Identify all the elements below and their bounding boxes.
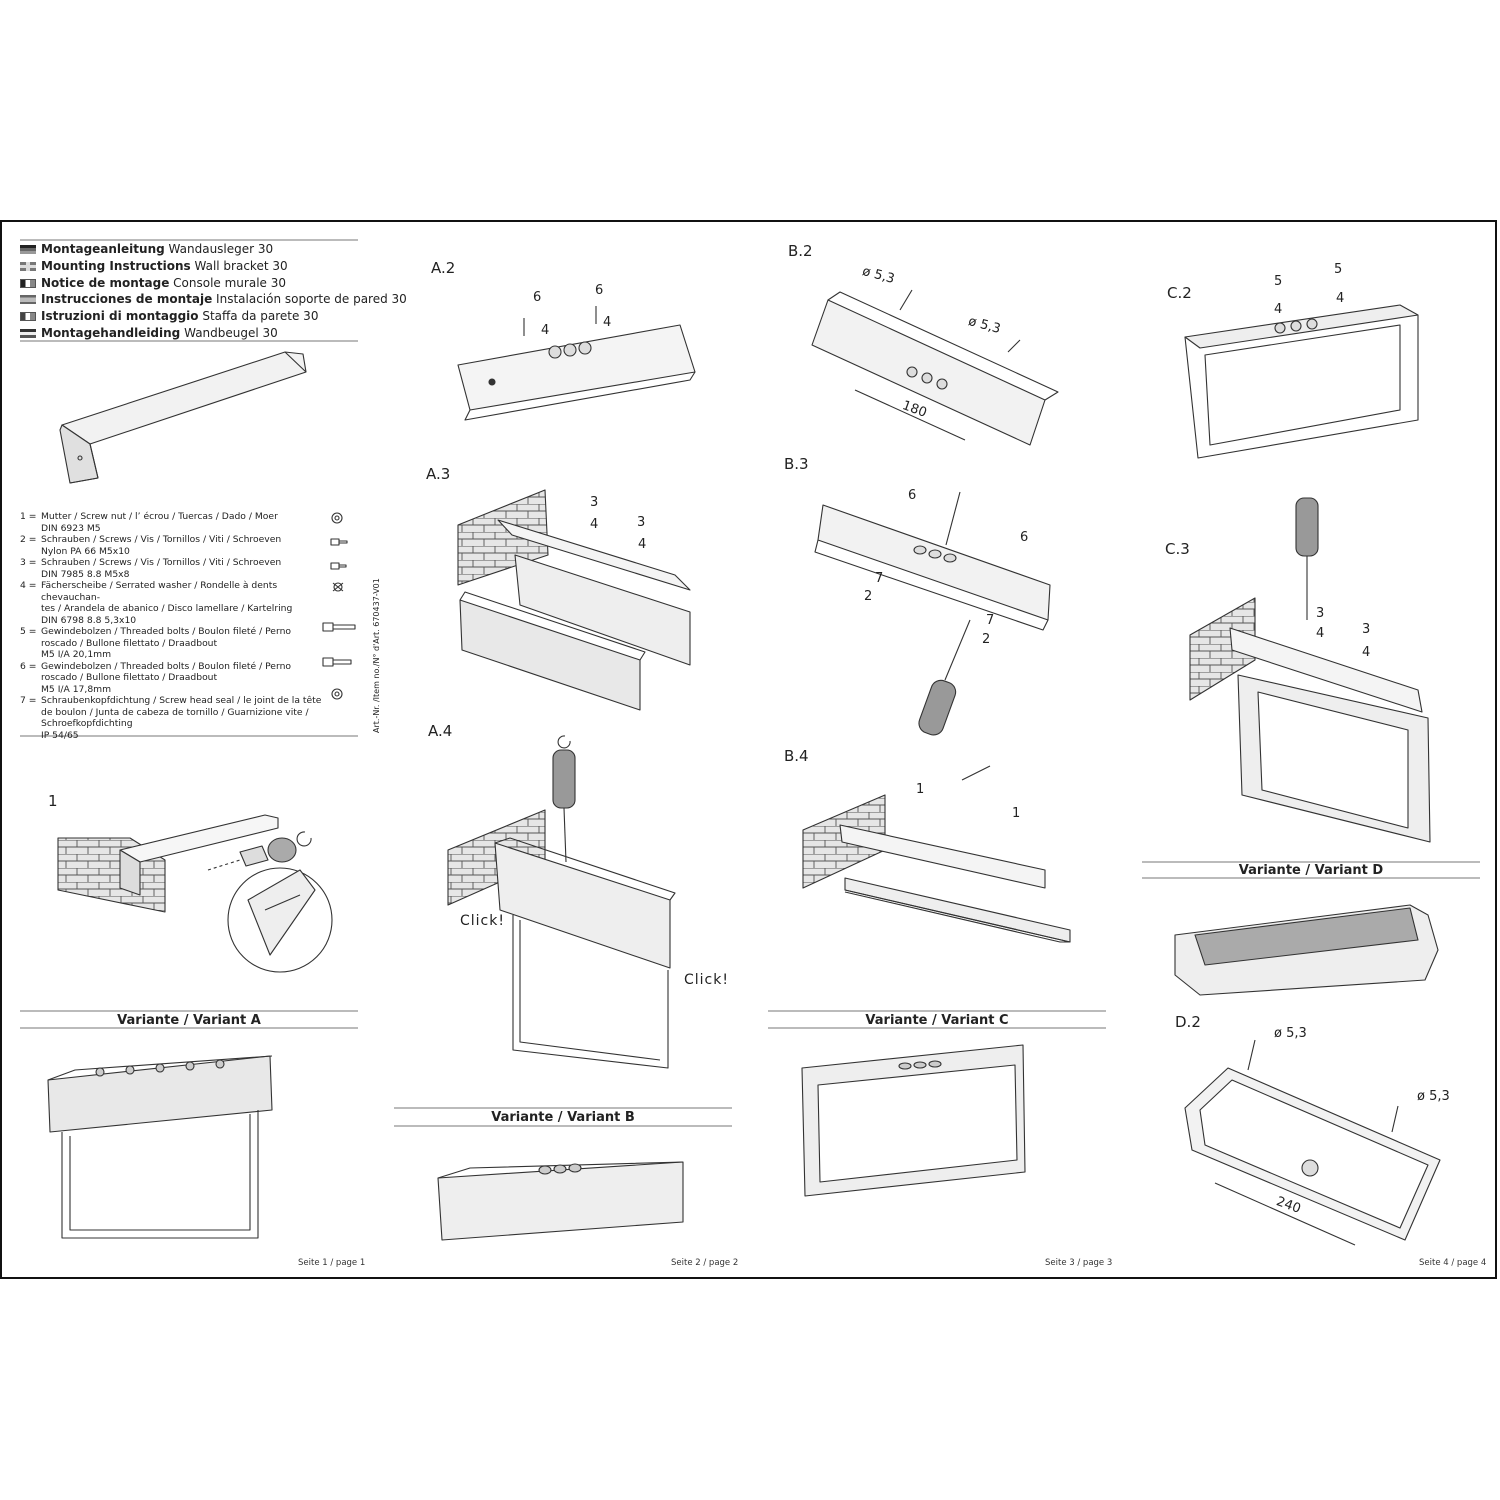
page-number-2: Seite 2 / page 2 [671, 1258, 739, 1268]
title-de: Montageanleitung Wandausleger 30 [20, 241, 273, 257]
callout: 1 [1012, 806, 1021, 821]
step-label-a2: A.2 [431, 259, 456, 277]
callout: 4 [590, 517, 599, 532]
step-label-c3: C.3 [1165, 540, 1190, 558]
callout: 4 [1336, 291, 1345, 306]
callout: 6 [908, 488, 917, 503]
step-label-a4: A.4 [428, 722, 453, 740]
flag-nl-icon [20, 329, 36, 338]
step-b3-drawing [814, 491, 1051, 736]
callout: 5 [1274, 274, 1283, 289]
article-number: Art.-Nr. /Item no./N° d'Art. 670437-V01 [372, 578, 381, 733]
parts-list: 1 =Mutter / Screw nut / l’ écrou / Tuerc… [20, 511, 330, 741]
step-label-b4: B.4 [784, 747, 809, 765]
callout: 3 [1316, 606, 1325, 621]
title-it: Istruzioni di montaggio Staffa da parete… [20, 308, 318, 324]
wall-bracket-drawing [59, 351, 307, 484]
variant-c-heading: Variante / Variant C [865, 1013, 1009, 1028]
variant-c-product [801, 1044, 1026, 1197]
step-label-1: 1 [48, 792, 58, 810]
callout: 5 [1334, 262, 1343, 277]
callout: 6 [1020, 530, 1029, 545]
callout: 2 [982, 632, 991, 647]
step-c2-drawing [1184, 304, 1419, 459]
callout: 4 [1316, 626, 1325, 641]
step-b4-drawing [802, 765, 1071, 943]
callout: 3 [590, 495, 599, 510]
instruction-sheet [0, 220, 1497, 1279]
title-es: Instrucciones de montaje Instalación sop… [20, 291, 407, 307]
list-item: 4 =Fächerscheibe / Serrated washer / Ron… [20, 580, 293, 626]
variant-b-product [437, 1161, 684, 1241]
callout: ø 5,3 [1274, 1026, 1307, 1041]
callout: 7 [875, 571, 884, 586]
variant-d-heading: Variante / Variant D [1238, 863, 1384, 878]
page-number-1: Seite 1 / page 1 [298, 1258, 366, 1268]
title-nl: Montagehandleiding Wandbeugel 30 [20, 325, 278, 341]
variant-b-heading: Variante / Variant B [491, 1110, 635, 1125]
variant-a-heading: Variante / Variant A [117, 1013, 261, 1028]
list-item: 5 =Gewindebolzen / Threaded bolts / Boul… [20, 626, 292, 660]
list-item: 7 =Schraubenkopfdichtung / Screw head se… [20, 695, 322, 741]
click-label: Click! [460, 913, 505, 929]
callout: 4 [603, 315, 612, 330]
step-label-d2: D.2 [1175, 1013, 1201, 1031]
step1-drawing [57, 814, 333, 973]
callout: ø 5,3 [1417, 1089, 1450, 1104]
title-fr: Notice de montage Console murale 30 [20, 275, 286, 291]
click-label: Click! [684, 972, 729, 988]
list-item: 2 =Schrauben / Screws / Vis / Tornillos … [20, 534, 282, 557]
page-number-4: Seite 4 / page 4 [1419, 1258, 1487, 1268]
step-c3-drawing [1189, 497, 1431, 843]
flag-fr-icon [20, 279, 36, 288]
step-label-c2: C.2 [1167, 284, 1192, 302]
page-number-3: Seite 3 / page 3 [1045, 1258, 1113, 1268]
step-label-b3: B.3 [784, 455, 809, 473]
callout: 4 [1362, 645, 1371, 660]
list-item: 1 =Mutter / Screw nut / l’ écrou / Tuerc… [20, 511, 278, 534]
variant-a-product [47, 1055, 273, 1239]
flag-de-icon [20, 245, 36, 254]
callout: 6 [533, 290, 542, 305]
part-icons [322, 512, 356, 700]
callout: 3 [1362, 622, 1371, 637]
title-en: Mounting Instructions Wall bracket 30 [20, 258, 288, 274]
callout: 4 [1274, 302, 1283, 317]
callout: 6 [595, 283, 604, 298]
callout: 3 [637, 515, 646, 530]
callout: 2 [864, 589, 873, 604]
step-a2-drawing [457, 306, 696, 421]
flag-es-icon [20, 295, 36, 304]
step-b2-drawing [811, 289, 1059, 446]
list-item: 3 =Schrauben / Screws / Vis / Tornillos … [20, 557, 282, 580]
step-label-a3: A.3 [426, 465, 451, 483]
flag-en-icon [20, 262, 36, 271]
callout: 4 [638, 537, 647, 552]
flag-it-icon [20, 312, 36, 321]
callout: 4 [541, 323, 550, 338]
step-d2-drawing [1184, 1039, 1441, 1246]
step-label-b2: B.2 [788, 242, 813, 260]
step-a4-drawing [447, 735, 676, 1069]
callout: 1 [916, 782, 925, 797]
list-item: 6 =Gewindebolzen / Threaded bolts / Boul… [20, 660, 292, 695]
callout: 7 [986, 613, 995, 628]
variant-d-product [1174, 904, 1439, 996]
step-a3-drawing [457, 489, 691, 711]
